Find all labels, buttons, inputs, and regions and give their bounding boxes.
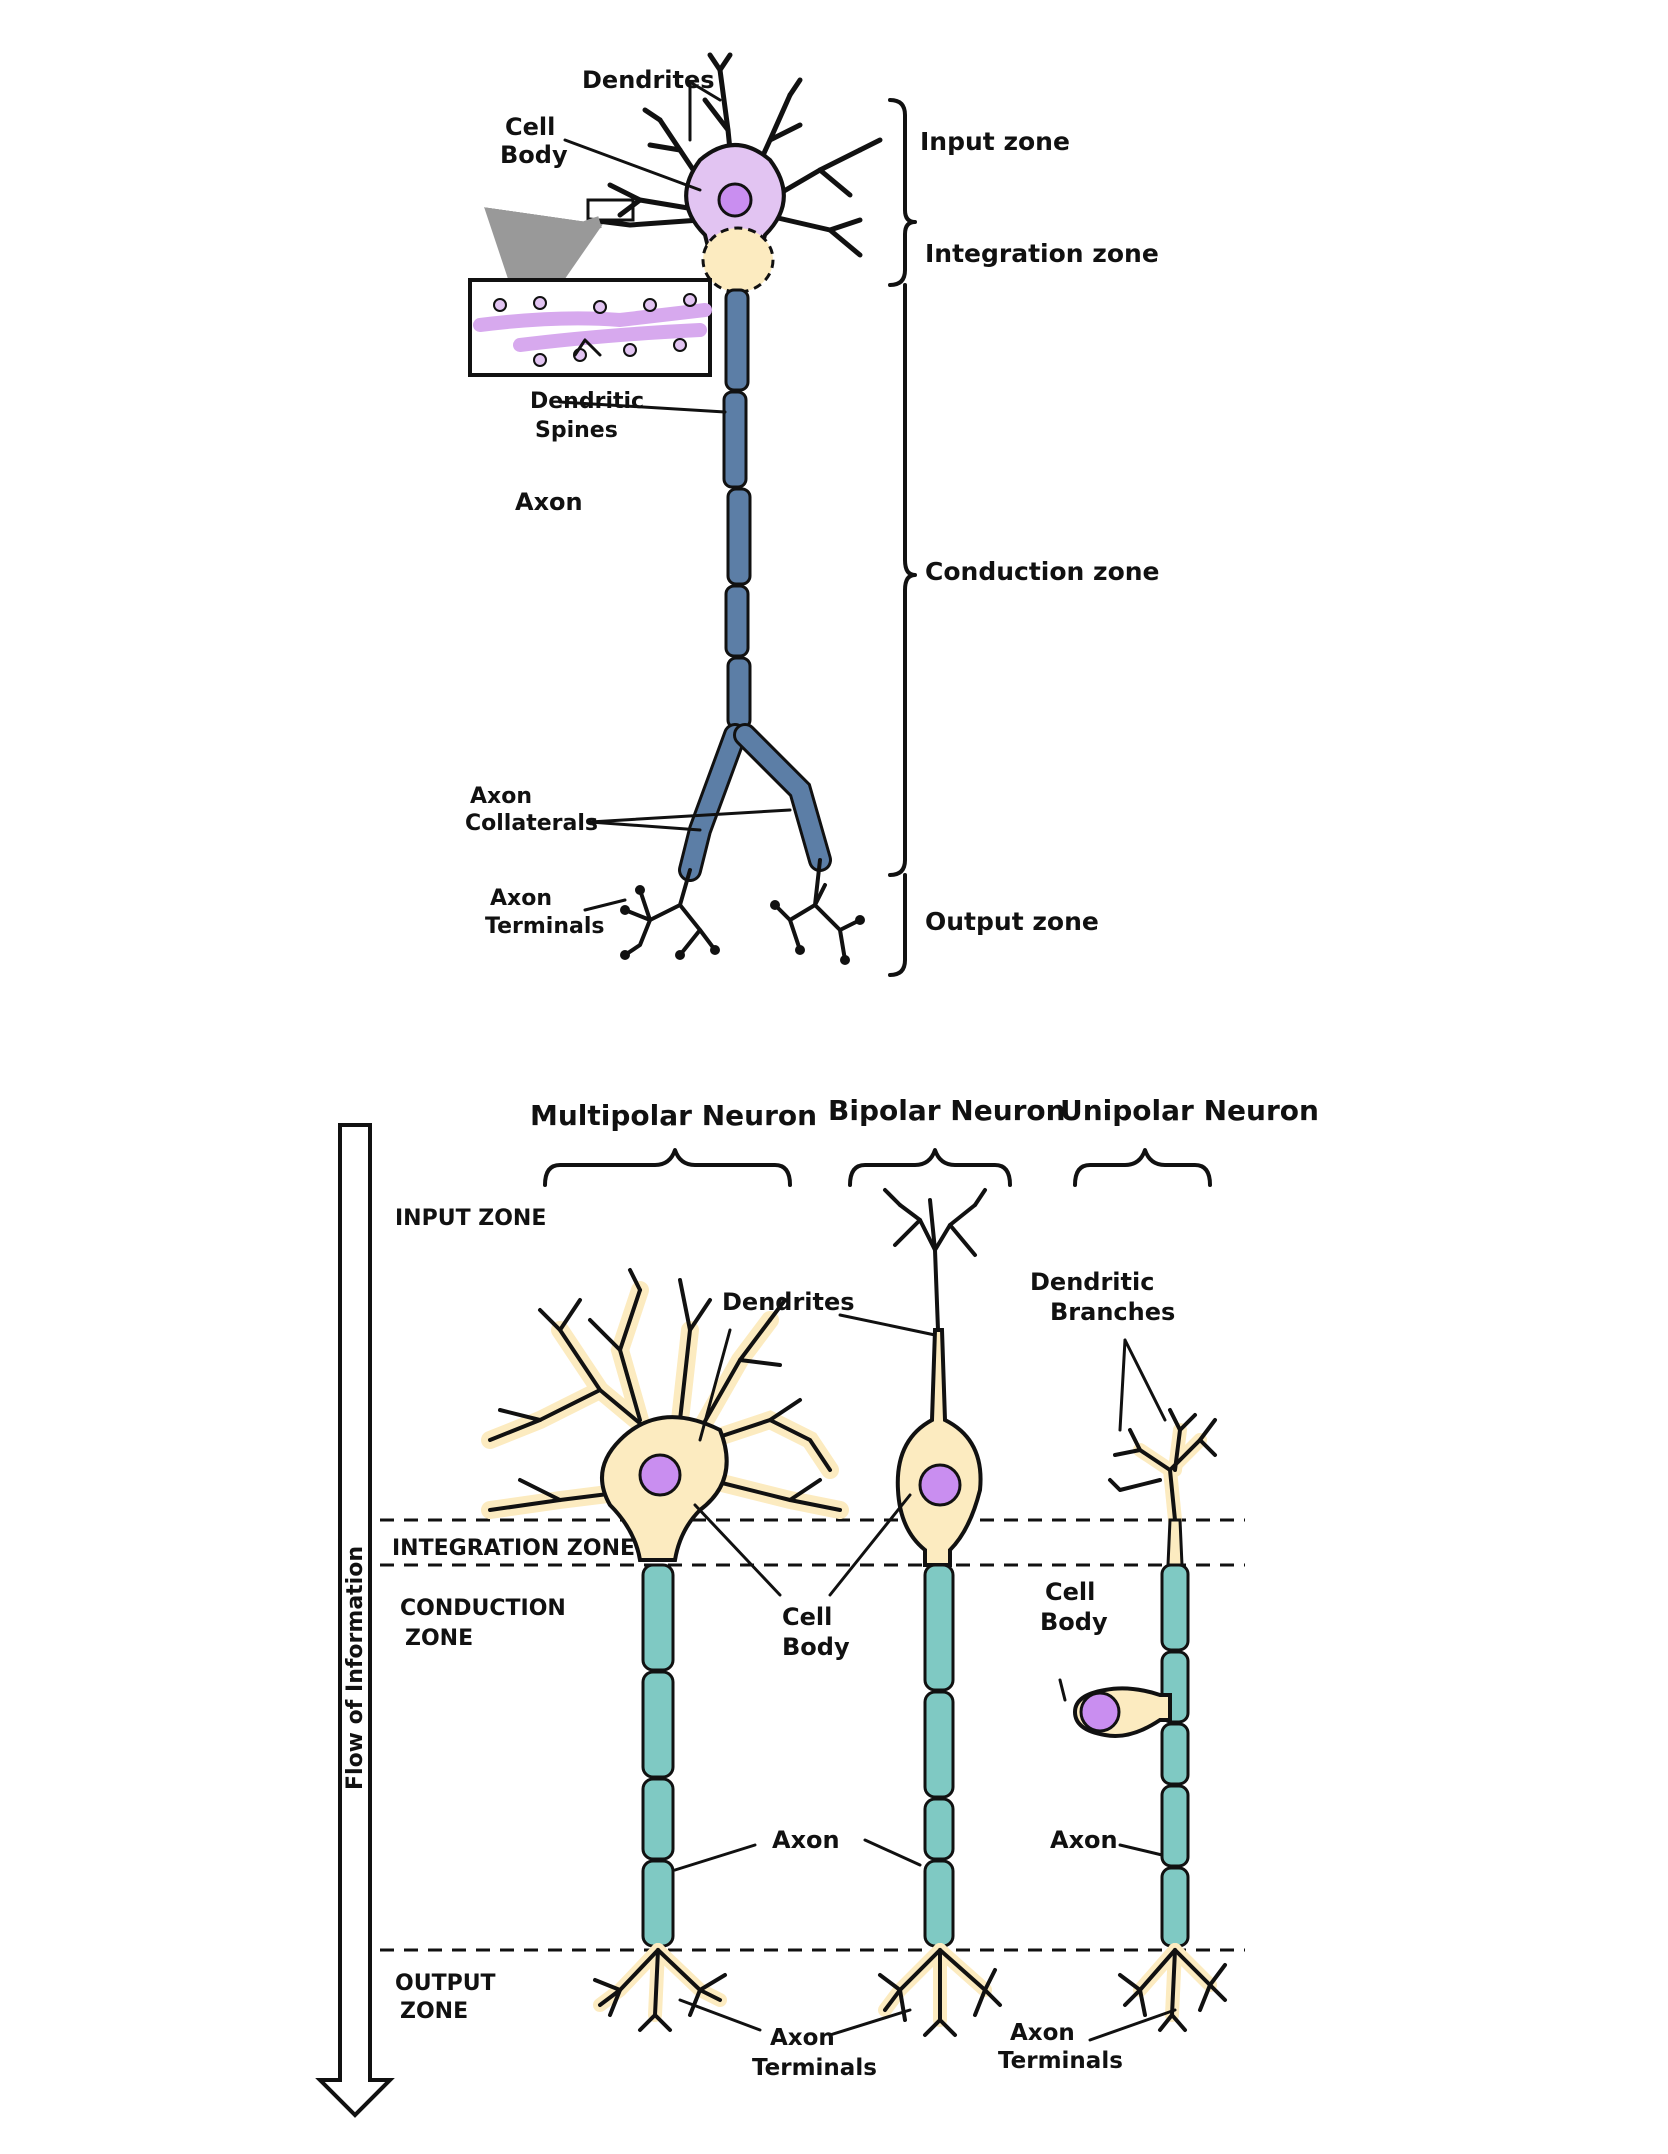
label-cell-body-2: Body	[500, 141, 568, 169]
header-unipolar: Unipolar Neuron	[1060, 1094, 1319, 1127]
unipolar-neuron	[1072, 1408, 1227, 2032]
blabel-dendritic-branches-1: Dendritic	[1030, 1268, 1154, 1296]
blabel-axon-right: Axon	[1050, 1826, 1118, 1854]
blabel-cell-body-right-1: Cell	[1045, 1578, 1095, 1606]
top-axon-terminals	[623, 858, 862, 962]
top-leader-lines	[558, 80, 792, 912]
blabel-axon-terminals-center-1: Axon	[770, 2025, 835, 2051]
label-axon-collaterals-1: Axon	[470, 784, 532, 809]
zone-conduction: Conduction zone	[925, 557, 1160, 586]
label-dendrites: Dendrites	[582, 66, 715, 94]
axon-hillock	[701, 226, 775, 294]
bzone-output-1: OUTPUT	[395, 1971, 496, 1996]
label-axon-terminals-2: Terminals	[485, 914, 604, 939]
header-multipolar: Multipolar Neuron	[530, 1099, 817, 1132]
bzone-output-2: ZONE	[400, 1999, 468, 2024]
brace-input	[888, 98, 917, 287]
terminal-bulbs	[620, 885, 865, 965]
bzone-input: INPUT ZONE	[395, 1206, 546, 1231]
zone-input: Input zone	[920, 127, 1070, 156]
blabel-dendritic-branches-2: Branches	[1050, 1298, 1175, 1326]
flow-label: Flow of Information	[343, 1546, 368, 1790]
header-bipolar: Bipolar Neuron	[828, 1094, 1066, 1127]
label-dendritic-spines-1: Dendritic	[530, 389, 644, 414]
bzone-conduction-1: CONDUCTION	[400, 1596, 566, 1621]
bottom-leader-lines	[673, 1313, 1177, 2042]
label-dendritic-spines-2: Spines	[535, 418, 618, 443]
blabel-dendrites: Dendrites	[722, 1288, 855, 1316]
bzone-integration: INTEGRATION ZONE	[392, 1536, 635, 1561]
label-axon-terminals-1: Axon	[490, 886, 552, 911]
blabel-axon-terminals-center-2: Terminals	[752, 2055, 877, 2081]
blabel-axon-terminals-right-2: Terminals	[998, 2048, 1123, 2074]
top-nucleus	[717, 182, 753, 218]
spine-bumps	[493, 293, 697, 367]
flow-arrow	[315, 1123, 395, 2118]
label-axon: Axon	[515, 488, 583, 516]
blabel-axon-terminals-right-1: Axon	[1010, 2020, 1075, 2046]
inset-dendrite	[473, 303, 712, 352]
bipolar-neuron	[878, 1188, 1002, 2037]
top-dendrites	[587, 52, 883, 258]
zone-output: Output zone	[925, 907, 1099, 936]
zone-integration: Integration zone	[925, 239, 1159, 268]
header-braces	[543, 1148, 1212, 1187]
blabel-cell-body-center-1: Cell	[782, 1603, 832, 1631]
bzone-conduction-2: ZONE	[405, 1626, 473, 1651]
zoom-arrow	[484, 207, 603, 335]
label-cell-body-1: Cell	[505, 113, 555, 141]
blabel-cell-body-right-2: Body	[1040, 1608, 1108, 1636]
blabel-axon-center: Axon	[772, 1826, 840, 1854]
blabel-cell-body-center-2: Body	[782, 1633, 850, 1661]
multipolar-neuron	[481, 1268, 849, 2032]
label-axon-collaterals-2: Collaterals	[465, 811, 598, 836]
brace-conduction-output	[888, 283, 917, 977]
top-axon	[678, 288, 832, 882]
top-neuron	[587, 52, 883, 965]
